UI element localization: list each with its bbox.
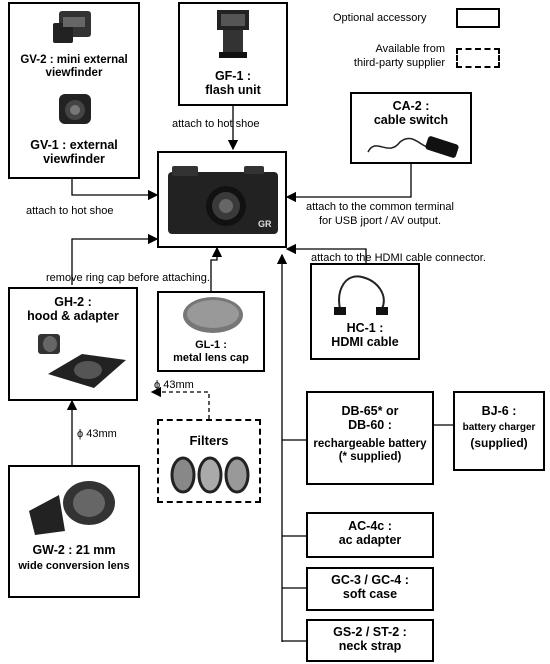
gv2-viewfinder-image xyxy=(53,11,91,43)
hot-shoe-vf-note: attach to hot shoe xyxy=(26,205,114,217)
legend-optional-swatch xyxy=(456,8,500,28)
soft-case-box[interactable]: GC-3 / GC-4 : soft case xyxy=(306,567,434,611)
camera-image xyxy=(168,166,278,234)
gv1-viewfinder-image xyxy=(59,94,91,124)
ca2-box[interactable]: CA-2 : cable switch xyxy=(350,92,472,164)
charger-label: BJ-6 : xyxy=(481,404,517,418)
ca2-label: CA-2 : cable switch xyxy=(373,99,449,128)
gh2-box[interactable]: GH-2 : hood & adapter xyxy=(8,287,138,401)
gv1-label: GV-1 : external viewfinder xyxy=(30,138,118,167)
soft-case-label: GC-3 / GC-4 : soft case xyxy=(331,573,409,602)
lens-cap-image xyxy=(183,297,243,333)
ring-cap-note: remove ring cap before attaching. xyxy=(46,272,210,284)
hdmi-note: attach to the HDMI cable connector. xyxy=(311,252,486,264)
charger-box[interactable]: BJ-6 : battery charger (supplied) xyxy=(453,391,545,471)
lens-diameter-note: ϕ 43mm xyxy=(77,428,117,440)
legend-third-party-swatch xyxy=(456,48,500,68)
flash-unit-image xyxy=(217,10,249,58)
hc1-box[interactable]: HC-1 : HDMI cable xyxy=(310,263,420,360)
common-terminal-note: attach to the common terminal for USB jp… xyxy=(306,201,454,227)
gw2-sublabel: wide conversion lens xyxy=(18,560,130,572)
neck-strap-box[interactable]: GS-2 / ST-2 : neck strap xyxy=(306,619,434,662)
ac-adapter-box[interactable]: AC-4c : ac adapter xyxy=(306,512,434,558)
hot-shoe-flash-note: attach to hot shoe xyxy=(172,118,260,130)
neck-strap-label: GS-2 / ST-2 : neck strap xyxy=(333,625,407,654)
gl1-label: GL-1 : metal lens cap xyxy=(173,339,249,364)
filters-image xyxy=(170,456,250,494)
legend-third-party-label: Available from third-party supplier xyxy=(353,43,445,70)
hdmi-cable-image xyxy=(334,275,388,315)
gh2-label: GH-2 : hood & adapter xyxy=(27,295,119,324)
filter-diameter-note: ϕ 43mm xyxy=(154,379,194,391)
camera-box: GR xyxy=(157,151,287,248)
hood-adapter-image xyxy=(38,334,126,388)
hc1-label: HC-1 : HDMI cable xyxy=(331,321,399,350)
wide-conversion-lens-image xyxy=(29,481,115,535)
ac-adapter-label: AC-4c : ac adapter xyxy=(338,519,402,548)
cable-switch-image xyxy=(367,136,459,158)
filters-box[interactable]: Filters xyxy=(157,419,261,503)
viewfinder-box[interactable]: GV-2 : mini external viewfinder GV-1 : e… xyxy=(8,2,140,179)
gl1-box[interactable]: GL-1 : metal lens cap xyxy=(157,291,265,372)
charger-supplied: (supplied) xyxy=(470,436,528,450)
gw2-label: GW-2 : 21 mm xyxy=(32,543,116,557)
filters-label: Filters xyxy=(189,433,229,448)
camera-brand: GR xyxy=(258,219,272,229)
charger-sublabel: battery charger xyxy=(462,422,536,433)
battery-label: DB-65* or DB-60 : xyxy=(341,404,399,433)
legend-optional-label: Optional accessory xyxy=(333,12,427,24)
gw2-box[interactable]: GW-2 : 21 mm wide conversion lens xyxy=(8,465,140,598)
gf1-label: GF-1 : flash unit xyxy=(205,69,261,98)
battery-sublabel: rechargeable battery (* supplied) xyxy=(313,438,427,464)
gf1-box[interactable]: GF-1 : flash unit xyxy=(178,2,288,106)
gv2-label: GV-2 : mini external viewfinder xyxy=(20,54,128,80)
battery-box[interactable]: DB-65* or DB-60 : rechargeable battery (… xyxy=(306,391,434,485)
